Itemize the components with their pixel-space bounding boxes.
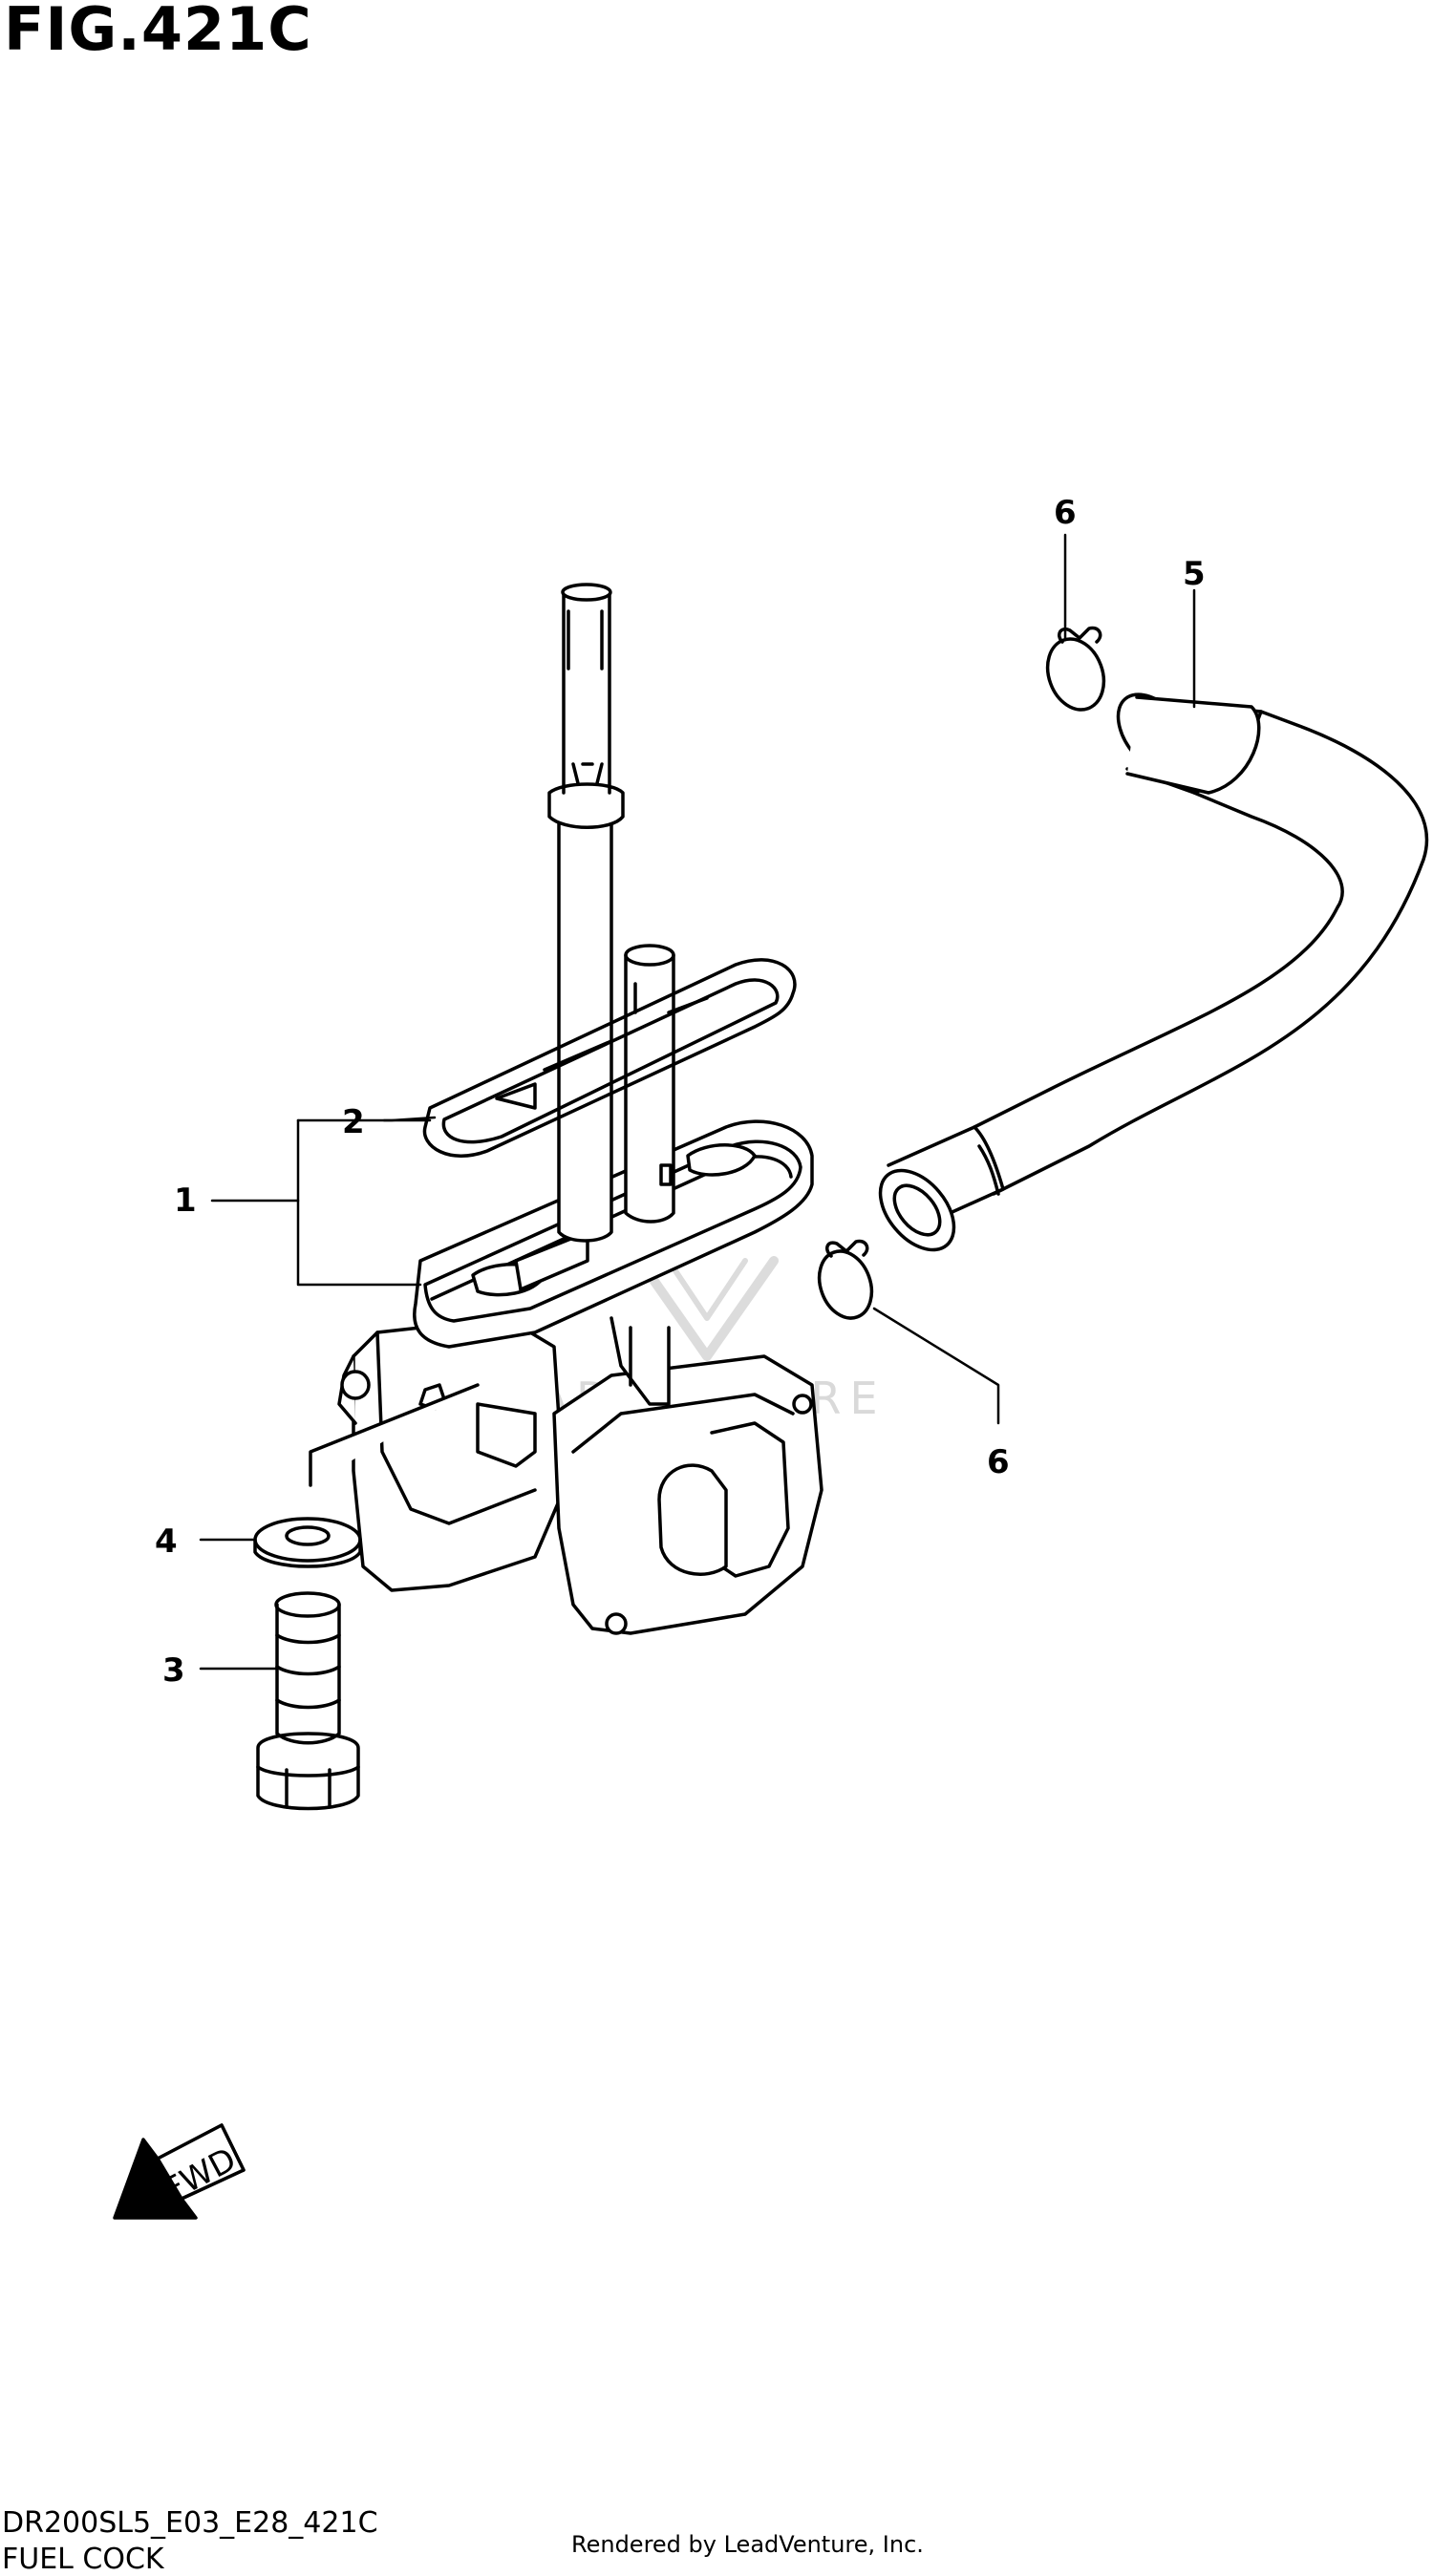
callout-3: 3 <box>162 1651 185 1690</box>
callout-6-lower: 6 <box>987 1443 1010 1481</box>
fwd-arrow <box>113 2123 246 2220</box>
assembly-name: FUEL COCK <box>2 2543 164 2576</box>
leader-6-lower <box>872 1307 1000 1425</box>
diagram-code: DR200SL5_E03_E28_421C <box>2 2506 378 2540</box>
fuel-cock-body <box>309 583 823 1635</box>
gasket <box>422 958 797 1158</box>
leader-lines <box>199 533 1196 1671</box>
hose-clamp-upper <box>1045 626 1106 712</box>
callout-5: 5 <box>1183 555 1206 593</box>
callout-2: 2 <box>342 1103 365 1141</box>
figure-title: FIG.421C <box>4 0 312 64</box>
hose-clamp-lower <box>817 1239 874 1320</box>
callout-4: 4 <box>155 1522 178 1561</box>
leader-1-bracket <box>296 1118 422 1287</box>
callout-6-upper: 6 <box>1054 494 1077 532</box>
render-credit: Rendered by LeadVenture, Inc. <box>571 2531 924 2558</box>
fuel-hose <box>878 692 1429 1252</box>
callout-1: 1 <box>174 1182 197 1220</box>
bolt <box>256 1591 360 1811</box>
washer <box>253 1517 362 1568</box>
